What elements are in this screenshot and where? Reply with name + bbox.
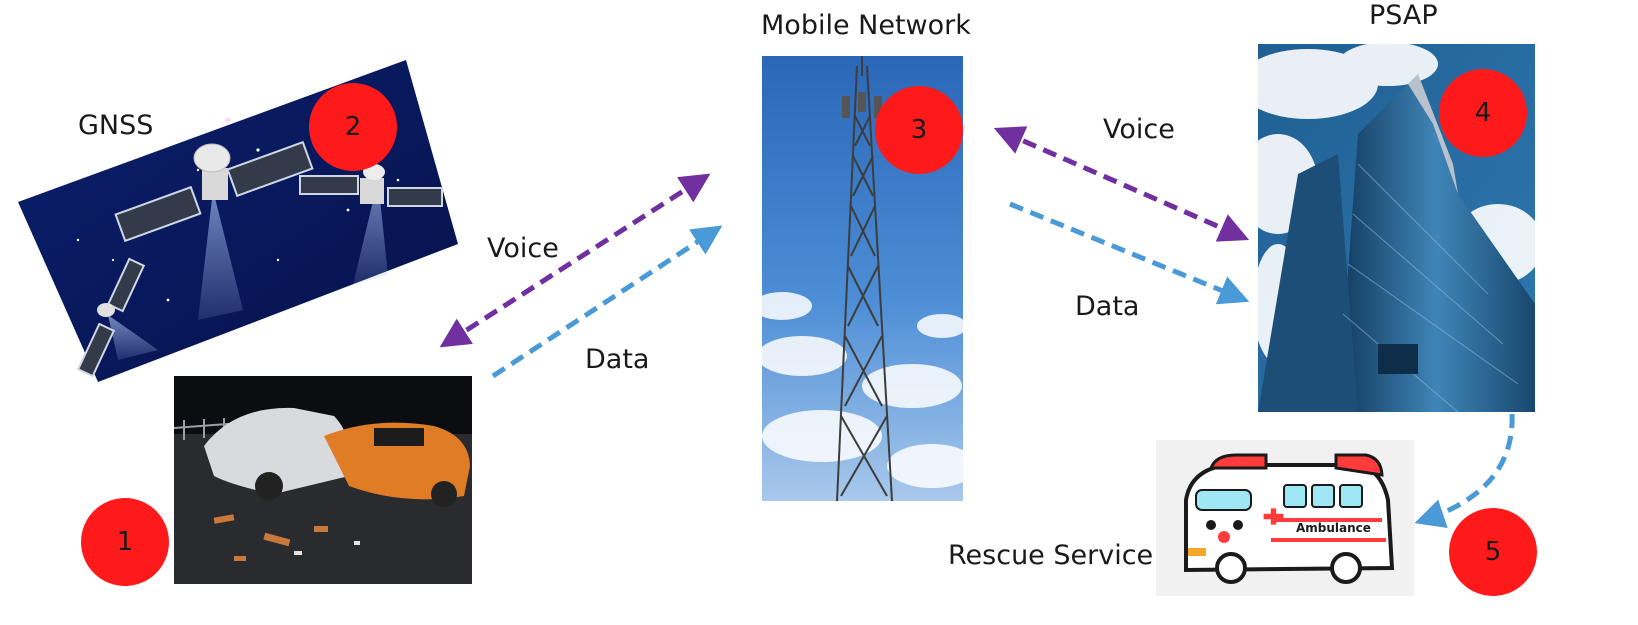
data-label-left: Data bbox=[585, 344, 650, 375]
voice-arrow-vehicle-network bbox=[439, 173, 711, 348]
satellite-lower-icon bbox=[76, 257, 146, 378]
badge-network: 3 bbox=[875, 86, 963, 174]
vehicle-crash-image bbox=[174, 376, 472, 584]
psap-building-image bbox=[1258, 44, 1535, 412]
satellite-right-icon bbox=[299, 164, 443, 207]
satellite-main-icon bbox=[114, 140, 314, 243]
badge-psap: 4 bbox=[1439, 69, 1527, 157]
badge-rescue: 5 bbox=[1449, 508, 1537, 596]
rescue-service-label: Rescue Service bbox=[948, 540, 1154, 571]
gnss-label: GNSS bbox=[78, 110, 154, 141]
data-arrow-network-psap bbox=[1009, 201, 1250, 305]
psap-label: PSAP bbox=[1369, 0, 1438, 31]
badge-vehicle: 1 bbox=[81, 498, 169, 586]
voice-label-left: Voice bbox=[487, 233, 559, 264]
voice-arrow-network-psap bbox=[993, 126, 1250, 242]
voice-label-right: Voice bbox=[1103, 114, 1175, 145]
data-arrow-psap-rescue bbox=[1414, 413, 1515, 528]
ambulance-image: Ambulance bbox=[1156, 440, 1414, 596]
data-arrow-vehicle-network bbox=[491, 225, 723, 379]
mobile-network-label: Mobile Network bbox=[761, 10, 971, 41]
badge-gnss: 2 bbox=[309, 83, 397, 171]
svg-text:Ambulance: Ambulance bbox=[1296, 521, 1371, 535]
data-label-right: Data bbox=[1075, 291, 1140, 322]
